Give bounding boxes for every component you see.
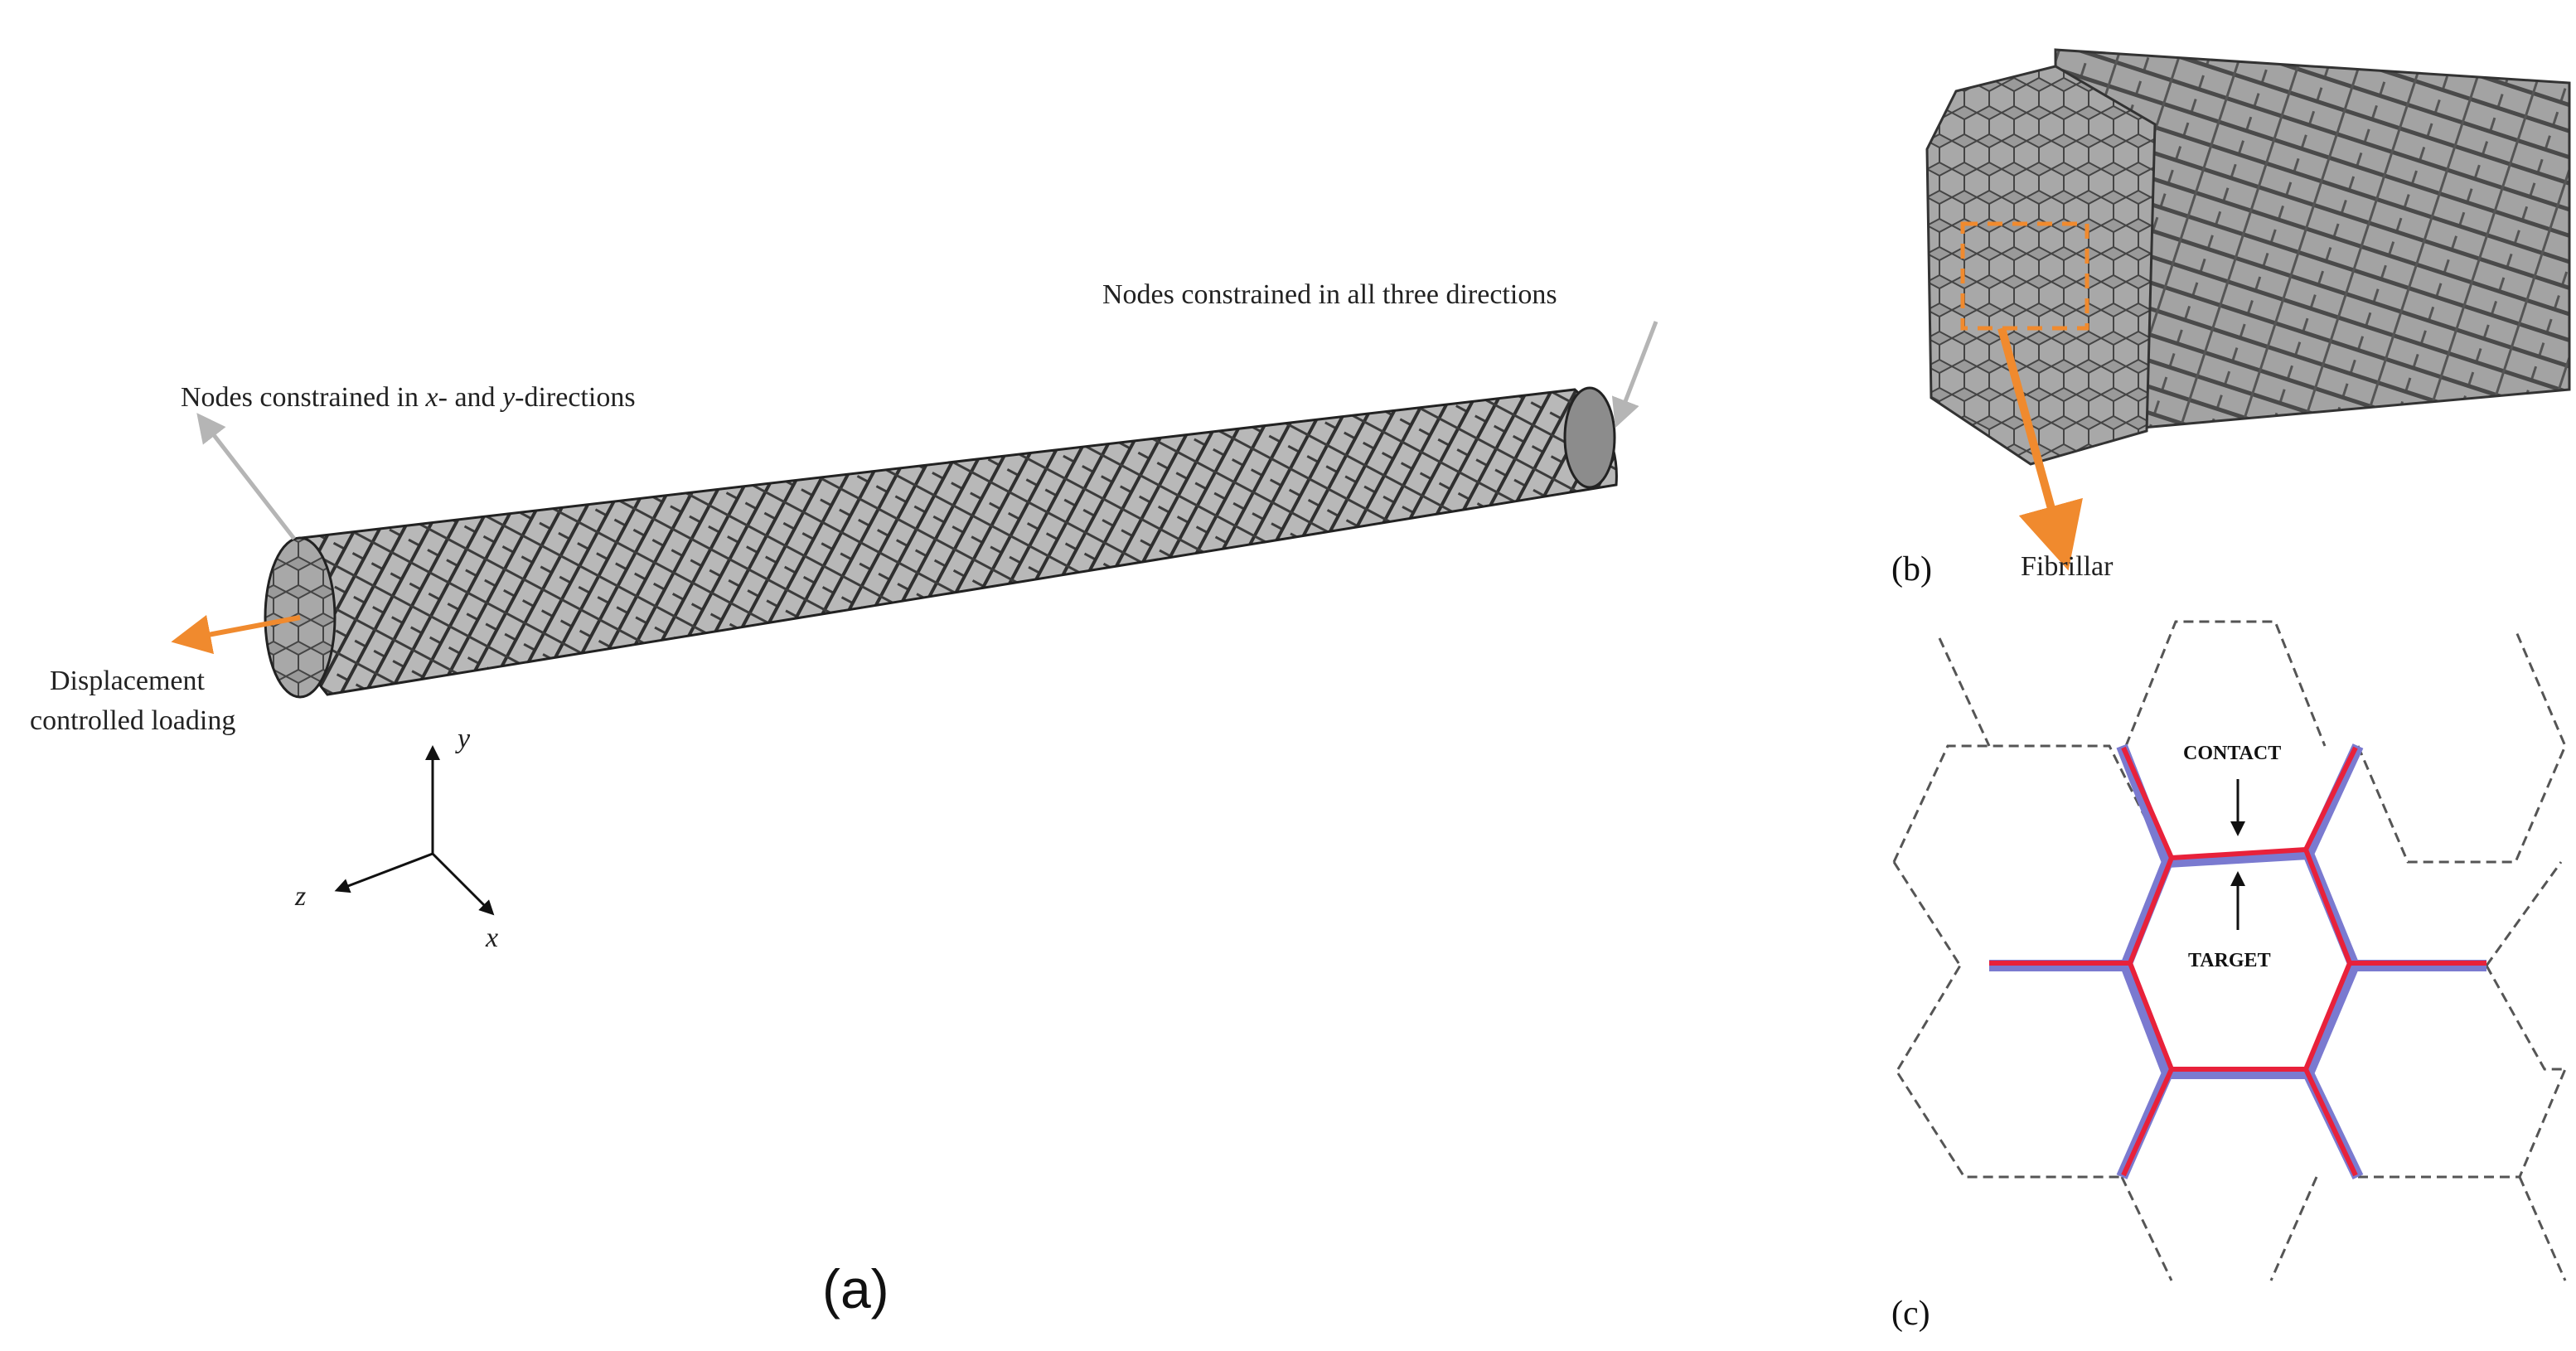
annotation-fixed-constraint: Nodes constrained in all three direction… [1102,279,1557,310]
hex-left-mid [1892,637,1991,966]
annotation-load-line1: Displacement [50,666,205,696]
contact-target-hexagons [1989,743,2486,1180]
hex-bottom-left [1896,965,2122,1179]
axis-z-line [334,852,433,893]
fibril-callout-label: Fibrillar [2021,551,2114,582]
hex-network-dashed [1892,620,2567,1281]
fibril-highlight-box [1960,221,2089,331]
annotation-load-line2: controlled loading [30,705,235,736]
panel-a-label: (a) [822,1258,889,1320]
panel-a: Nodes constrained in x- and y-directions… [30,279,1658,1320]
axis-x-line [431,852,495,916]
hex-bottom-center [2120,1176,2318,1281]
constraint-xy-arrow [196,413,296,540]
axis-z-label: z [294,881,306,912]
fiber-rod-far-end [1563,386,1616,489]
axis-x-label: x [485,922,498,953]
fibril-bundle-end-face [1925,65,2157,466]
constraint-fixed-arrow [1611,321,1658,429]
hex-bottom-right [2358,1068,2567,1281]
panel-c-label: (c) [1891,1295,1930,1333]
target-label: TARGET [2188,950,2271,971]
annotation-xy-constraint: Nodes constrained in x- and y-directions [181,382,636,413]
loading-arrow [171,614,301,655]
contact-label: CONTACT [2183,743,2281,764]
fibril-callout-arrow [1997,327,2083,571]
axis-y-label: y [455,724,471,754]
panel-b-label: (b) [1891,550,1932,588]
hex-top-center [2124,620,2327,747]
contact-outline [1989,746,2486,1177]
hex-top-right [2356,629,2567,864]
coordinate-axes: y z x [294,724,498,953]
panel-b: Fibrillar (b) [1891,48,2571,588]
fiber-rod-body [287,388,1618,696]
hex-right-mid [2485,861,2565,1071]
panel-c: CONTACT TARGET (c) [1891,620,2567,1333]
